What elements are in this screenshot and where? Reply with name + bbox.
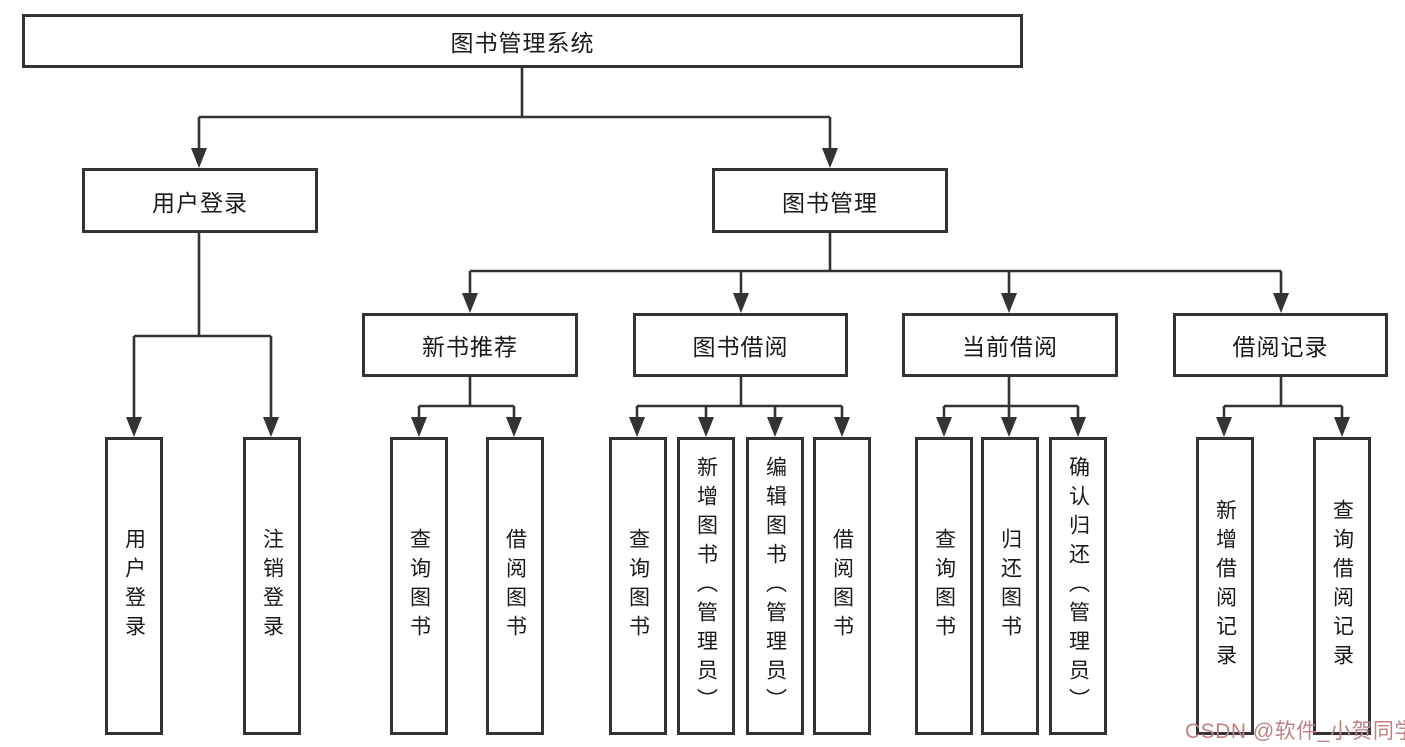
leaf-label: 查询借阅记录	[1330, 499, 1354, 673]
leaf-query-borrow-record: 查询借阅记录	[1313, 437, 1371, 735]
leaf-label: 确认归还（管理员）	[1066, 455, 1090, 717]
leaf-label: 注销登录	[260, 528, 284, 644]
leaf-label: 用户登录	[122, 528, 146, 644]
node-book-management: 图书管理	[712, 168, 948, 233]
node-borrow-record: 借阅记录	[1173, 313, 1388, 377]
leaf-label: 新增借阅记录	[1213, 499, 1237, 673]
leaf-add-borrow-record: 新增借阅记录	[1196, 437, 1254, 735]
leaf-label: 借阅图书	[503, 528, 527, 644]
leaf-query-book-current: 查询图书	[915, 437, 973, 735]
node-label: 图书借阅	[692, 334, 789, 360]
node-label: 图书管理	[782, 189, 878, 216]
node-label: 新书推荐	[422, 334, 518, 360]
leaf-label: 查询图书	[407, 528, 431, 644]
csdn-watermark: CSDN @软件_小贺同学	[1185, 720, 1405, 743]
node-label: 当前借阅	[962, 334, 1058, 360]
leaf-label: 编辑图书（管理员）	[763, 455, 787, 717]
leaf-confirm-return-admin: 确认归还（管理员）	[1049, 437, 1107, 735]
leaf-add-book-admin: 新增图书（管理员）	[677, 437, 735, 735]
node-user-login: 用户登录	[82, 168, 318, 233]
leaf-label: 归还图书	[998, 528, 1022, 644]
node-current-borrow: 当前借阅	[902, 313, 1118, 377]
leaf-label: 查询图书	[626, 528, 650, 644]
leaf-borrow-book-recommend: 借阅图书	[486, 437, 544, 735]
node-new-book-recommend: 新书推荐	[362, 313, 578, 377]
node-label: 借阅记录	[1232, 334, 1329, 360]
leaf-edit-book-admin: 编辑图书（管理员）	[746, 437, 804, 735]
node-book-borrow: 图书借阅	[633, 313, 848, 377]
leaf-query-book-recommend: 查询图书	[390, 437, 448, 735]
leaf-user-login: 用户登录	[105, 437, 163, 735]
node-label: 图书管理系统	[450, 30, 595, 56]
leaf-label: 查询图书	[932, 528, 956, 644]
leaf-label: 借阅图书	[830, 528, 854, 644]
node-label: 用户登录	[152, 189, 248, 216]
leaf-query-book-borrow: 查询图书	[609, 437, 667, 735]
leaf-logout: 注销登录	[243, 437, 301, 735]
leaf-label: 新增图书（管理员）	[694, 455, 718, 717]
node-library-management-system: 图书管理系统	[22, 14, 1023, 68]
leaf-return-book: 归还图书	[981, 437, 1039, 735]
leaf-borrow-book: 借阅图书	[813, 437, 871, 735]
